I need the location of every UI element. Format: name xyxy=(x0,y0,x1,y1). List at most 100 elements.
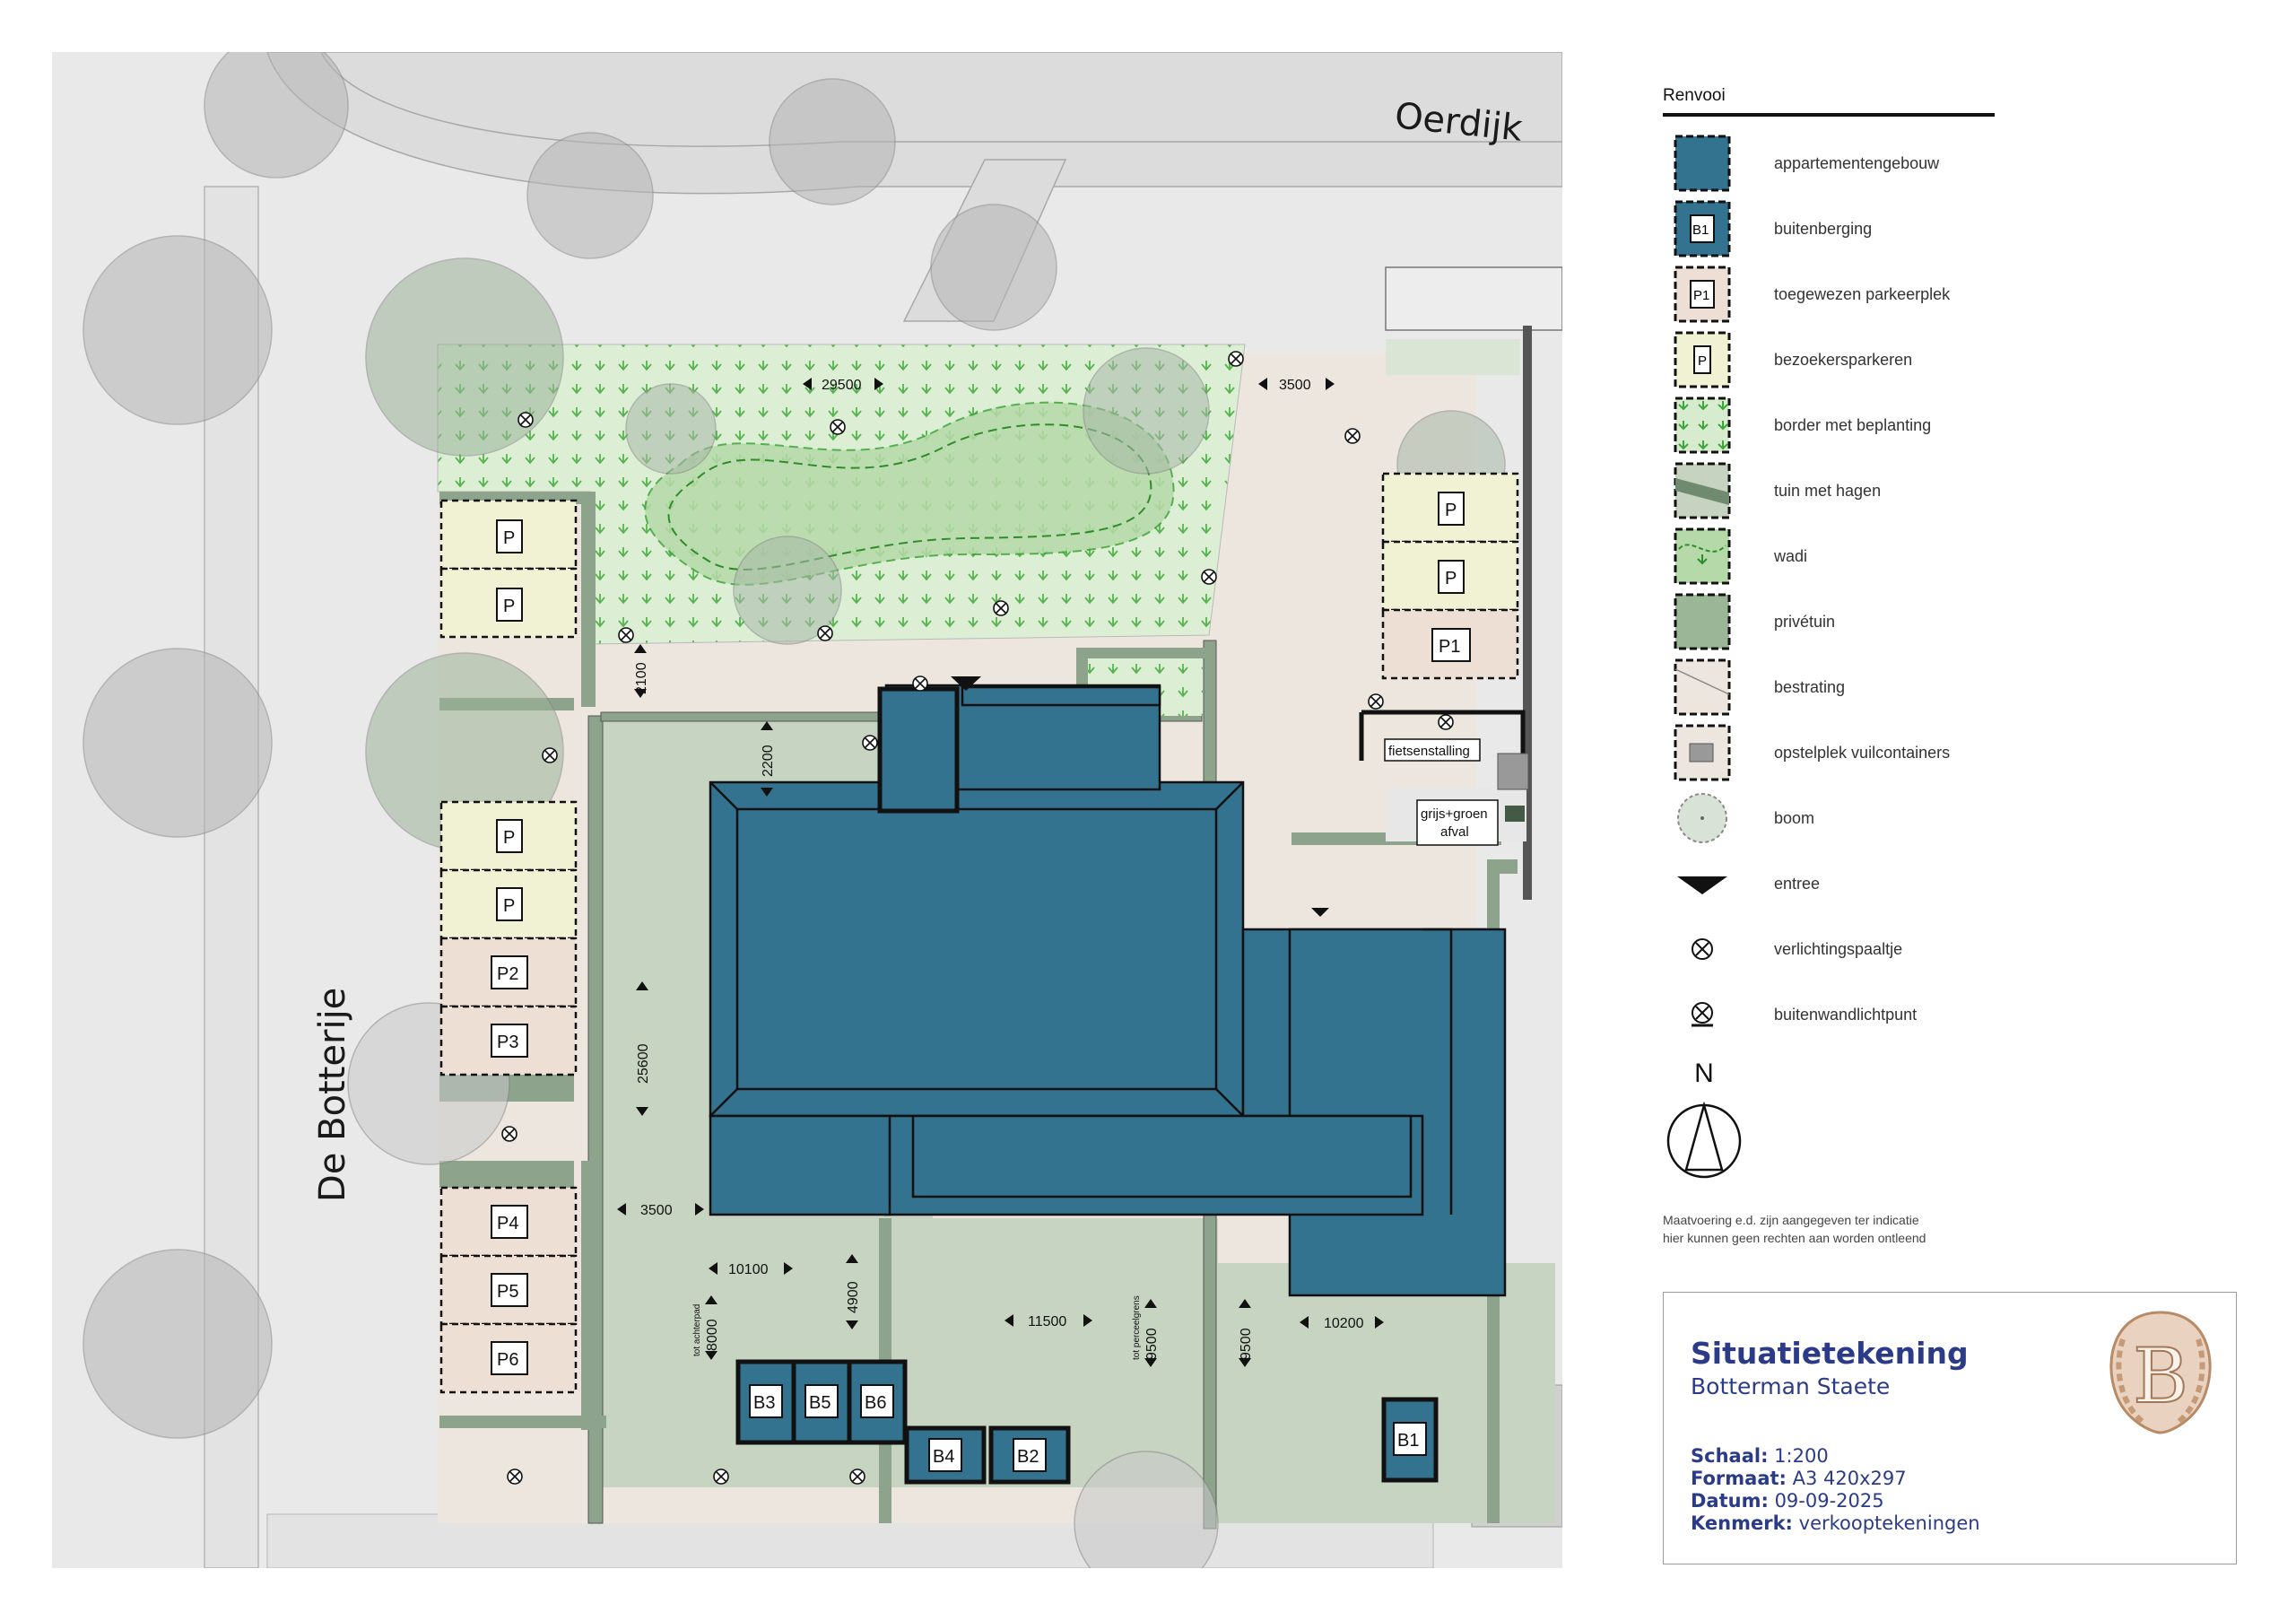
dimension-label: 9500 xyxy=(1144,1328,1160,1360)
legend-label: opstelplek vuilcontainers xyxy=(1774,744,1951,762)
storage-swatch: B1 xyxy=(1674,200,1731,257)
dimension-label: 25600 xyxy=(636,1043,651,1084)
compass-icon xyxy=(1666,1101,1742,1179)
dimension-label: 3500 xyxy=(640,1203,673,1218)
legend-label: tuin met hagen xyxy=(1774,482,1882,500)
storage-units xyxy=(735,1359,1439,1485)
parking-code: P xyxy=(503,597,515,616)
legend-item: buitenwandlichtpunt xyxy=(1663,986,1995,1051)
parking-code: P6 xyxy=(497,1350,518,1370)
legend-label: entree xyxy=(1774,875,1821,893)
waste-label-line1: grijs+groen xyxy=(1421,806,1488,822)
bike-shelter-label: fietsenstalling xyxy=(1388,744,1470,759)
bike-shelter-area xyxy=(1359,710,1529,822)
dimension-label: 29500 xyxy=(822,378,862,393)
disclaimer: Maatvoering e.d. zijn aangegeven ter ind… xyxy=(1663,1211,2039,1247)
parking-code: P xyxy=(1445,569,1457,588)
disclaimer-line: Maatvoering e.d. zijn aangegeven ter ind… xyxy=(1663,1213,1919,1227)
north-arrow: N xyxy=(1665,1059,1744,1185)
assigned-parking-swatch: P1 xyxy=(1674,266,1731,323)
legend-code: P1 xyxy=(1693,288,1709,303)
legend-label: verlichtingspaaltje xyxy=(1774,940,1903,958)
storage-codes: B1 B2 B3 B4 B5 B6 xyxy=(749,1384,1427,1472)
storage-code: B3 xyxy=(753,1393,775,1413)
legend-item: boom xyxy=(1663,789,1995,855)
trees xyxy=(83,52,1506,1568)
dimension-label: 2100 xyxy=(634,662,649,694)
planting-border-swatch xyxy=(1674,397,1731,454)
legend-item: tuin met hagen xyxy=(1663,462,1995,527)
parking-code: P xyxy=(503,896,515,916)
dimension-label: 10100 xyxy=(728,1262,769,1277)
storage-code: B6 xyxy=(865,1393,886,1413)
legend-title: Renvooi xyxy=(1663,86,1995,117)
drawing-meta: Schaal: 1:200 Formaat: A3 420x297 Datum:… xyxy=(1691,1445,1980,1535)
legend-item: bestrating xyxy=(1663,658,1995,724)
parking-code: P4 xyxy=(497,1214,518,1233)
storage-code: B2 xyxy=(1017,1447,1039,1467)
legend-label: buitenberging xyxy=(1774,220,1873,238)
legend-label: wadi xyxy=(1774,547,1808,565)
wadi-swatch xyxy=(1674,527,1731,585)
parking-code: P xyxy=(503,828,515,848)
legend-label: buitenwandlichtpunt xyxy=(1774,1006,1918,1024)
title-block: Situatietekening Botterman Staete Schaal… xyxy=(1663,1292,2237,1564)
wall-light-icon xyxy=(1692,1002,1713,1027)
legend-item: wadi xyxy=(1663,527,1995,593)
dimension-label: 8000 xyxy=(705,1319,720,1351)
tree-icon xyxy=(1677,793,1727,843)
logo-letter: B xyxy=(2133,1332,2188,1420)
parking-code: P xyxy=(1445,501,1457,520)
dimension-label: 10200 xyxy=(1324,1316,1364,1331)
dimension-label: 4900 xyxy=(846,1281,861,1313)
apartment-building-swatch xyxy=(1674,135,1731,192)
meta-value: A3 420x297 xyxy=(1792,1468,1907,1489)
legend: Renvooi appartementengebouw B1 buitenber… xyxy=(1663,86,1995,1051)
parking-west xyxy=(439,499,578,1394)
visitor-parking-swatch: P xyxy=(1674,331,1731,388)
meta-key: Datum: xyxy=(1691,1490,1769,1512)
legend-item: border met beplanting xyxy=(1663,397,1995,462)
meta-row-scale: Schaal: 1:200 xyxy=(1691,1445,1980,1468)
dimension-label: 3500 xyxy=(1279,378,1311,393)
legend-item: P bezoekersparkeren xyxy=(1663,331,1995,397)
legend-label: bezoekersparkeren xyxy=(1774,351,1913,369)
street-label-de-botterije: De Botterije xyxy=(312,988,353,1202)
storage-code: B5 xyxy=(809,1393,831,1413)
entrance-markers xyxy=(951,676,1329,917)
waste-container-swatch xyxy=(1674,724,1731,781)
north-letter: N xyxy=(1694,1059,1714,1088)
legend-label: border met beplanting xyxy=(1774,416,1932,434)
disclaimer-line: hier kunnen geen rechten aan worden ontl… xyxy=(1663,1231,1926,1245)
meta-row-date: Datum: 09-09-2025 xyxy=(1691,1490,1980,1512)
legend-label: privétuin xyxy=(1774,613,1836,631)
note-label: tot achterpad xyxy=(692,1304,702,1356)
parking-code: P xyxy=(503,528,515,548)
legend-code: P xyxy=(1698,353,1707,369)
brand-logo: B xyxy=(2109,1311,2212,1434)
hedge-garden-swatch xyxy=(1674,462,1731,519)
note-label: tot perceelgrens xyxy=(1132,1295,1142,1360)
meta-row-reference: Kenmerk: verkooptekeningen xyxy=(1691,1512,1980,1535)
waste-label-line2: afval xyxy=(1440,824,1469,840)
apartment-building xyxy=(709,684,1507,1297)
legend-item: appartementengebouw xyxy=(1663,135,1995,200)
project-name: Botterman Staete xyxy=(1691,1373,1891,1399)
private-garden-swatch xyxy=(1674,593,1731,650)
meta-value: 09-09-2025 xyxy=(1774,1490,1884,1512)
legend-label: bestrating xyxy=(1774,678,1846,696)
legend-label: appartementengebouw xyxy=(1774,154,1940,172)
light-post-icon xyxy=(1692,938,1713,960)
meta-row-format: Formaat: A3 420x297 xyxy=(1691,1468,1980,1490)
parking-codes: P P P P P P P1 P2 P3 P4 P5 P6 xyxy=(491,492,1471,1375)
storage-code: B1 xyxy=(1397,1431,1419,1451)
storage-code: B4 xyxy=(933,1447,954,1467)
meta-key: Schaal: xyxy=(1691,1445,1769,1467)
dimension-label: 2200 xyxy=(761,745,776,777)
legend-item: opstelplek vuilcontainers xyxy=(1663,724,1995,789)
legend-code: B1 xyxy=(1692,222,1709,238)
legend-item: privétuin xyxy=(1663,593,1995,658)
parking-code: P3 xyxy=(497,1033,518,1052)
legend-item: verlichtingspaaltje xyxy=(1663,920,1995,986)
legend-item: entree xyxy=(1663,855,1995,920)
